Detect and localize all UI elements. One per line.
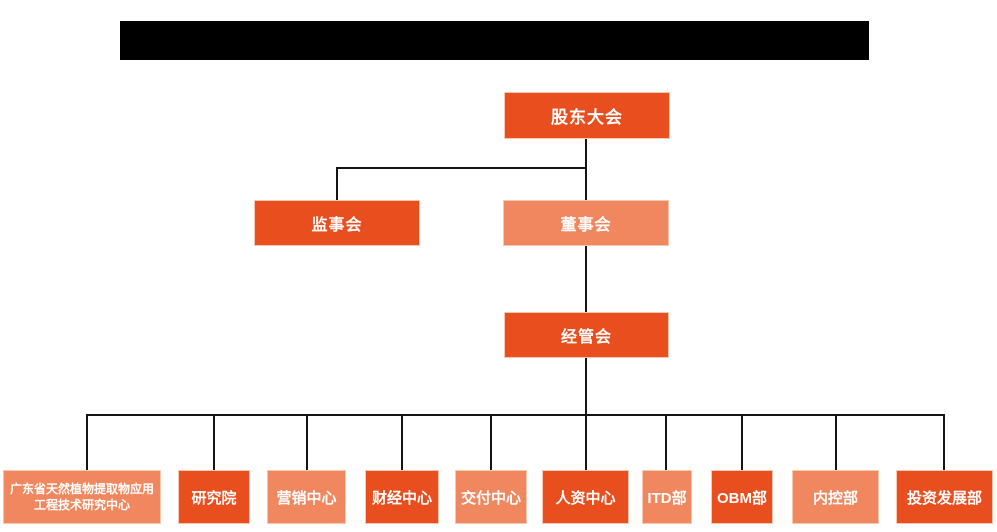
org-node-board-of-directors: 董事会 bbox=[503, 200, 669, 246]
connector-dept-drop-9 bbox=[835, 414, 837, 470]
org-node-label: 投资发展部 bbox=[906, 489, 982, 507]
org-node-label: 交付中心 bbox=[460, 489, 521, 507]
org-node-label: 内控部 bbox=[812, 489, 858, 507]
connector-dept-drop-8 bbox=[741, 414, 743, 470]
org-node-dept-marketing-center: 营销中心 bbox=[267, 470, 346, 524]
org-node-label: 股东大会 bbox=[551, 108, 623, 127]
connector-dept-drop-5 bbox=[490, 414, 492, 470]
org-node-dept-internal-control: 内控部 bbox=[792, 470, 879, 524]
org-node-dept-finance-center: 财经中心 bbox=[365, 470, 439, 524]
org-node-dept-itd: ITD部 bbox=[642, 470, 692, 524]
org-node-supervisory-board: 监事会 bbox=[254, 200, 420, 246]
org-node-label: OBM部 bbox=[717, 489, 767, 507]
connector-root-down bbox=[585, 139, 587, 201]
connector-dept-drop-7 bbox=[665, 414, 667, 470]
org-node-label: 财经中心 bbox=[371, 489, 432, 507]
org-node-dept-hr-center: 人资中心 bbox=[542, 470, 629, 524]
org-node-dept-obm: OBM部 bbox=[711, 470, 773, 524]
org-node-shareholders-meeting: 股东大会 bbox=[504, 92, 670, 139]
org-node-label: 人资中心 bbox=[555, 489, 616, 507]
org-node-dept-research-center: 广东省天然植物提取物应用工程技术研究中心 bbox=[3, 470, 161, 524]
org-node-label: 经管会 bbox=[560, 329, 612, 346]
org-node-label: 营销中心 bbox=[276, 489, 337, 507]
org-node-label: 研究院 bbox=[191, 489, 237, 507]
org-node-dept-research-institute: 研究院 bbox=[178, 470, 250, 524]
connector-dept-drop-1 bbox=[86, 414, 88, 470]
org-node-label: 广东省天然植物提取物应用工程技术研究中心 bbox=[9, 481, 154, 512]
connector-dept-drop-6 bbox=[585, 414, 587, 470]
org-node-management-committee: 经管会 bbox=[504, 312, 669, 358]
connector-dept-drop-3 bbox=[306, 414, 308, 470]
connector-board-to-management bbox=[585, 246, 587, 312]
connector-management-down bbox=[585, 358, 587, 416]
connector-supervisory-drop bbox=[336, 167, 338, 200]
org-node-dept-delivery-center: 交付中心 bbox=[455, 470, 527, 524]
org-node-dept-investment-development: 投资发展部 bbox=[896, 470, 993, 524]
connector-dept-drop-2 bbox=[213, 414, 215, 470]
org-node-label: ITD部 bbox=[647, 489, 687, 507]
connector-departments-horizontal bbox=[86, 414, 945, 416]
redacted-title-bar bbox=[120, 21, 869, 60]
org-node-label: 监事会 bbox=[311, 217, 363, 234]
connector-dept-drop-4 bbox=[401, 414, 403, 470]
connector-branch-horizontal bbox=[336, 167, 587, 169]
connector-dept-drop-10 bbox=[943, 414, 945, 470]
org-node-label: 董事会 bbox=[560, 217, 612, 234]
